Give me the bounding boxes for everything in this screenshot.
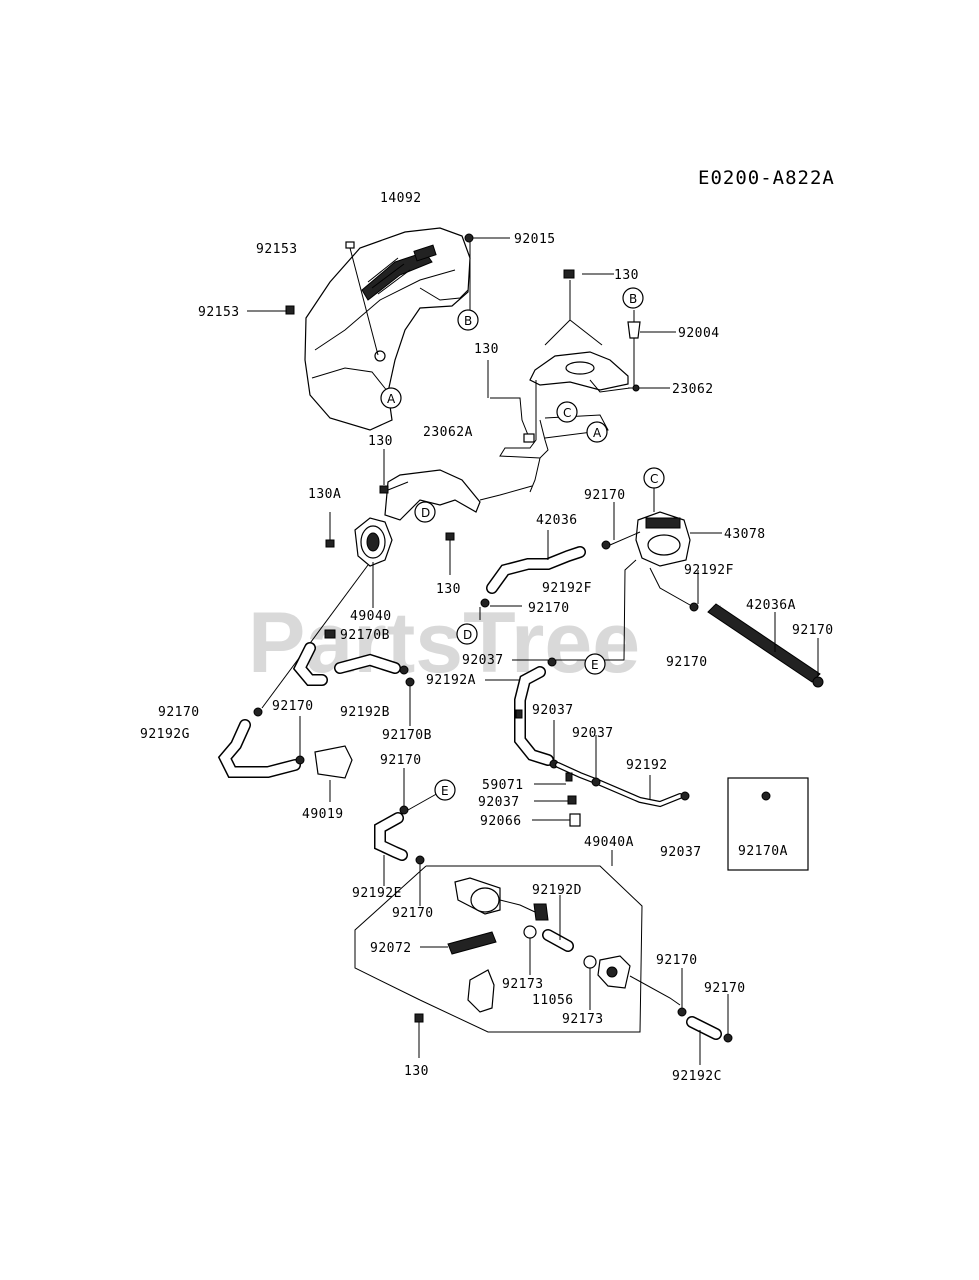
pipe-42036A <box>649 567 824 688</box>
label-130-bottom: 130 <box>404 1064 429 1079</box>
hose-92192G <box>217 707 305 778</box>
marker-D-hose: D <box>456 623 478 645</box>
marker-C-device: C <box>643 467 665 489</box>
label-92192G: 92192G <box>140 727 190 742</box>
label-92192A: 92192A <box>426 673 476 688</box>
label-92192: 92192 <box>626 758 668 773</box>
label-92170-g: 92170 <box>656 953 698 968</box>
label-130-bracket: 130 <box>474 342 499 357</box>
label-14092: 14092 <box>380 191 422 206</box>
marker-A-cover: A <box>380 387 402 409</box>
label-130-top: 130 <box>614 268 639 283</box>
label-92170B-b: 92170B <box>382 728 432 743</box>
marker-B-cover: B <box>457 309 479 331</box>
label-92192B: 92192B <box>340 705 390 720</box>
label-92037-c: 92037 <box>572 726 614 741</box>
label-92072: 92072 <box>370 941 412 956</box>
nut-92015 <box>464 233 510 310</box>
label-92192F-b: 92192F <box>684 563 734 578</box>
svg-text:A: A <box>593 426 602 440</box>
svg-text:A: A <box>387 392 396 406</box>
fuel-filter-49019 <box>314 745 353 802</box>
label-92037-b: 92037 <box>532 703 574 718</box>
label-92170-l2: 92170 <box>272 699 314 714</box>
svg-text:C: C <box>650 472 658 486</box>
marker-B-plug: B <box>622 287 644 309</box>
label-23062A: 23062A <box>423 425 473 440</box>
label-92170B-a: 92170B <box>340 628 390 643</box>
svg-text:E: E <box>591 658 599 672</box>
label-130-mid: 130 <box>368 434 393 449</box>
label-49019: 49019 <box>302 807 344 822</box>
fuel-filter-49040A <box>354 850 681 1058</box>
marker-A-bracket: A <box>586 421 608 443</box>
bracket-23062A <box>490 351 629 493</box>
bolt-92153-left <box>247 305 295 315</box>
label-92192E: 92192E <box>352 886 402 901</box>
label-59071: 59071 <box>482 778 524 793</box>
label-42036: 42036 <box>536 513 578 528</box>
diagram-code: E0200-A822A <box>698 167 835 189</box>
label-42036A: 42036A <box>746 598 796 613</box>
pipe-92192 <box>532 720 690 827</box>
label-92015: 92015 <box>514 232 556 247</box>
label-92192F-a: 92192F <box>542 581 592 596</box>
label-92037-a: 92037 <box>462 653 504 668</box>
air-cleaner-cover-14092 <box>304 227 471 431</box>
svg-text:C: C <box>563 406 571 420</box>
marker-D-pump: D <box>414 501 436 523</box>
bolt-130-top <box>563 269 575 279</box>
label-43078: 43078 <box>724 527 766 542</box>
label-49040A: 49040A <box>584 835 634 850</box>
label-92170-l: 92170 <box>158 705 200 720</box>
plug-92004 <box>627 310 676 392</box>
svg-text:E: E <box>441 784 449 798</box>
fuel-pump-49040 <box>354 469 533 608</box>
label-92004: 92004 <box>678 326 720 341</box>
label-92173-a: 92173 <box>502 977 544 992</box>
hose-pump-to-92192B <box>261 564 415 726</box>
label-92170-r: 92170 <box>792 623 834 638</box>
bolt-92153-top <box>345 241 379 356</box>
label-130A: 130A <box>308 487 341 502</box>
label-92192D: 92192D <box>532 883 582 898</box>
label-92192C: 92192C <box>672 1069 722 1084</box>
label-92170-f: 92170 <box>392 906 434 921</box>
label-92170A: 92170A <box>738 844 788 859</box>
label-92173-b: 92173 <box>562 1012 604 1027</box>
svg-text:B: B <box>629 292 637 306</box>
svg-text:D: D <box>421 506 430 520</box>
marker-E-hose: E <box>434 779 456 801</box>
label-49040: 49040 <box>350 609 392 624</box>
label-130-under: 130 <box>436 582 461 597</box>
hose-92192C <box>677 968 733 1065</box>
marker-E-device: E <box>584 653 606 675</box>
hose-42036 <box>479 530 586 620</box>
label-92066: 92066 <box>480 814 522 829</box>
part-92170A-box <box>727 777 809 871</box>
fasteners-pump <box>324 449 455 639</box>
label-11056: 11056 <box>532 993 574 1008</box>
label-92037-e: 92037 <box>660 845 702 860</box>
label-23062: 23062 <box>672 382 714 397</box>
label-92170-c: 92170 <box>584 488 626 503</box>
label-92170-h: 92170 <box>704 981 746 996</box>
label-92153-left: 92153 <box>198 305 240 320</box>
label-92037-d: 92037 <box>478 795 520 810</box>
svg-text:B: B <box>464 314 472 328</box>
svg-text:D: D <box>463 628 472 642</box>
label-92170-d: 92170 <box>528 601 570 616</box>
part-labels: 14092 92153 92153 92015 130 92004 23062 … <box>140 191 834 1084</box>
vacuum-device-43078 <box>601 488 722 661</box>
marker-C-bracket: C <box>556 401 578 423</box>
label-92153-top: 92153 <box>256 242 298 257</box>
label-92170-e: 92170 <box>380 753 422 768</box>
label-92170-r2: 92170 <box>666 655 708 670</box>
